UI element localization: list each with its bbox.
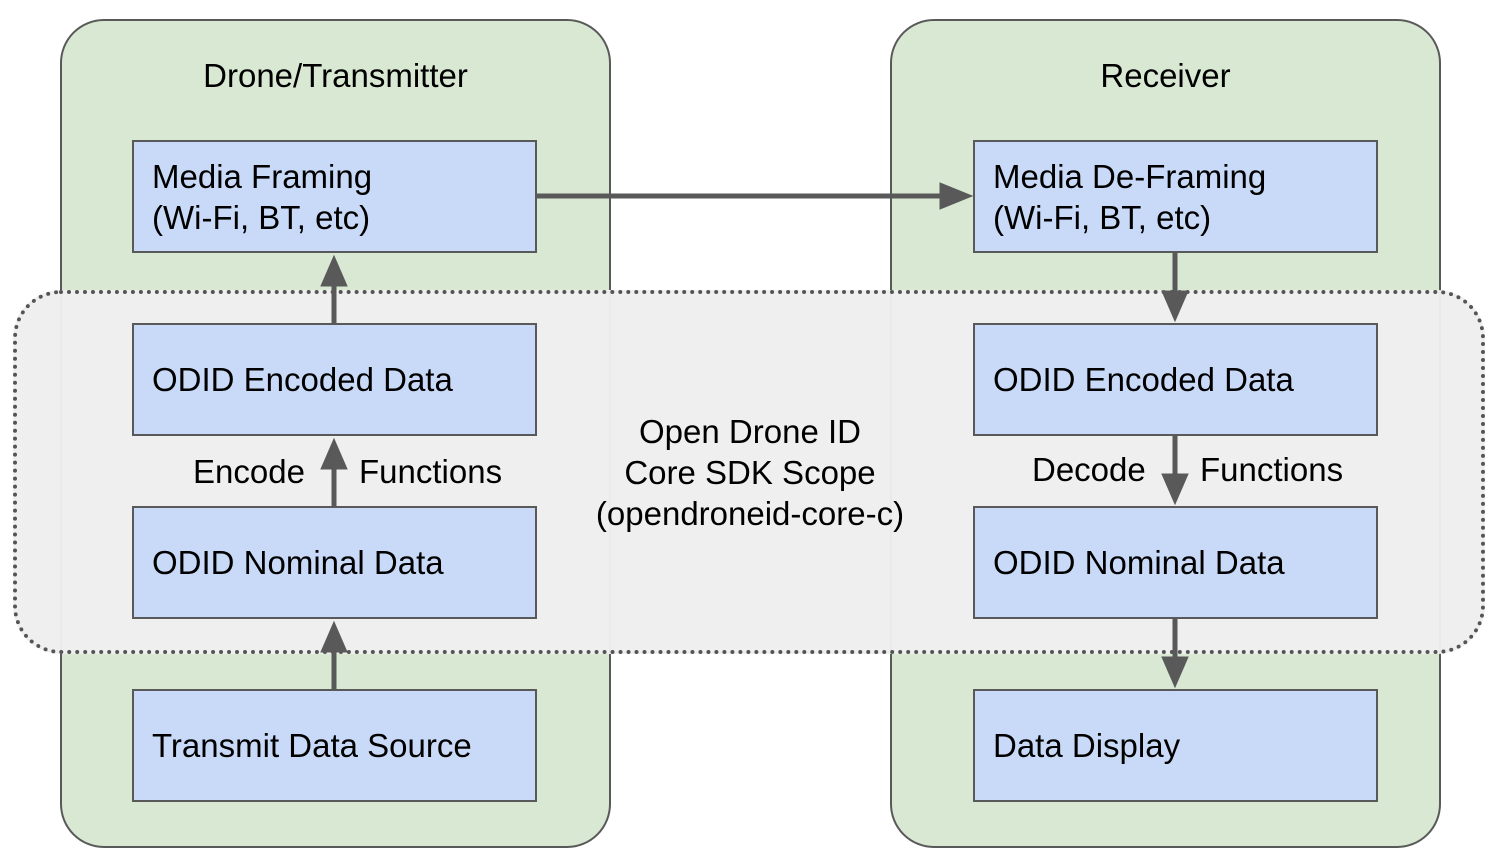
decode-label: Decode [1032, 451, 1146, 488]
tx-nominal-data-box: ODID Nominal Data [132, 506, 537, 619]
transmit-data-source-label: Transmit Data Source [152, 727, 472, 764]
media-framing-sublabel: (Wi-Fi, BT, etc) [152, 198, 371, 236]
arrow-deframing-to-encoded [1161, 253, 1189, 323]
scope-caption-line3: (opendroneid-core-c) [595, 495, 905, 532]
rx-nominal-data-box: ODID Nominal Data [973, 506, 1378, 619]
transmitter-title: Drone/Transmitter [203, 57, 468, 94]
scope-caption-line1: Open Drone ID [639, 413, 861, 450]
rx-nominal-data-label: ODID Nominal Data [993, 544, 1285, 581]
rx-functions-label: Functions [1200, 451, 1344, 488]
media-deframing-label: Media De-Framing [993, 157, 1267, 195]
rx-encoded-data-box: ODID Encoded Data [973, 323, 1378, 436]
data-display-label: Data Display [993, 727, 1181, 764]
arrow-source-to-nominal [320, 620, 348, 689]
arrow-encode [320, 437, 348, 506]
arrow-nominal-to-display [1161, 619, 1189, 689]
tx-encoded-data-label: ODID Encoded Data [152, 361, 453, 398]
rx-encoded-data-label: ODID Encoded Data [993, 361, 1294, 398]
media-framing-box: Media Framing (Wi-Fi, BT, etc) [132, 140, 537, 253]
data-display-box: Data Display [973, 689, 1378, 802]
arrow-decode [1161, 436, 1189, 506]
scope-caption: Open Drone ID Core SDK Scope (opendronei… [550, 411, 950, 534]
scope-caption-line2: Core SDK Scope [624, 454, 876, 491]
arrow-framing-to-deframing [537, 182, 974, 210]
media-framing-label: Media Framing [152, 157, 373, 195]
receiver-title: Receiver [1100, 57, 1231, 94]
arrow-encoded-to-framing [320, 254, 348, 323]
encode-label: Encode [193, 453, 305, 490]
tx-encoded-data-box: ODID Encoded Data [132, 323, 537, 436]
tx-functions-label: Functions [359, 453, 503, 490]
media-deframing-sublabel: (Wi-Fi, BT, etc) [993, 198, 1212, 236]
media-deframing-box: Media De-Framing (Wi-Fi, BT, etc) [973, 140, 1378, 253]
transmit-data-source-box: Transmit Data Source [132, 689, 537, 802]
tx-nominal-data-label: ODID Nominal Data [152, 544, 444, 581]
